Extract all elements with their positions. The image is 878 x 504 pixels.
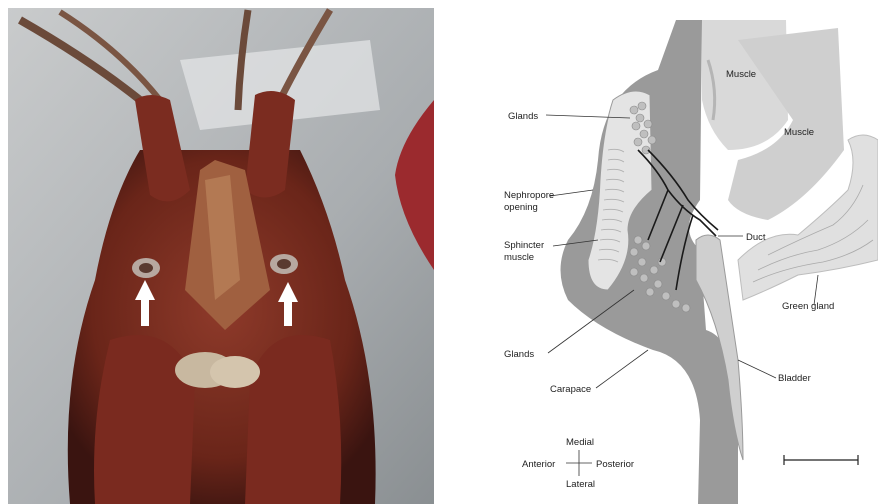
crayfish-photo <box>0 0 438 504</box>
label-nephropore-2: opening <box>504 202 538 213</box>
label-sphincter-2: muscle <box>504 252 534 263</box>
label-muscle-1: Muscle <box>726 69 756 80</box>
compass-medial: Medial <box>566 437 594 448</box>
label-carapace: Carapace <box>550 384 591 395</box>
compass-posterior: Posterior <box>596 459 634 470</box>
scale-bar <box>784 455 858 465</box>
compass-anterior: Anterior <box>522 459 555 470</box>
label-sphincter-1: Sphincter <box>504 240 544 251</box>
label-glands-top: Glands <box>508 111 538 122</box>
label-nephropore-1: Nephropore <box>504 190 554 201</box>
green-gland-diagram: Muscle Muscle Glands Nephropore opening … <box>438 0 878 504</box>
label-muscle-2: Muscle <box>784 127 814 138</box>
label-bladder: Bladder <box>778 373 811 384</box>
label-duct: Duct <box>746 232 766 243</box>
label-green-gland: Green gland <box>782 301 834 312</box>
orientation-compass: Medial Anterior Posterior Lateral <box>522 437 634 490</box>
compass-lateral: Lateral <box>566 479 595 490</box>
label-glands-bottom: Glands <box>504 349 534 360</box>
